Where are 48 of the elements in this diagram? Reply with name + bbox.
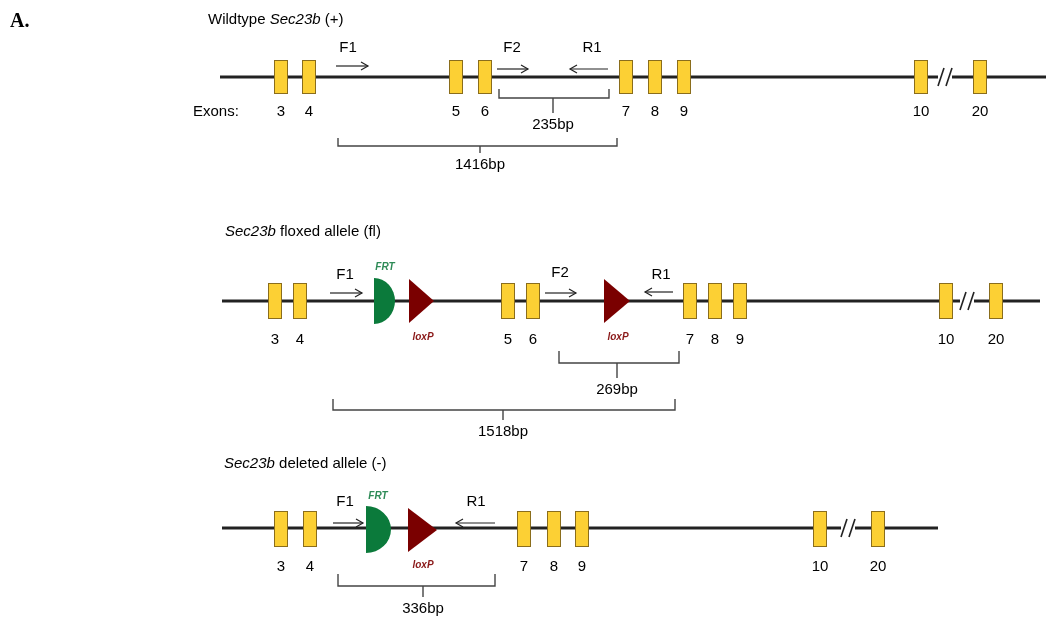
panel-label: A. — [10, 10, 30, 30]
exon-number: 20 — [971, 102, 989, 118]
product-size-label: 235bp — [532, 115, 574, 131]
exon-number: 4 — [295, 330, 305, 346]
exon-number: 8 — [710, 330, 720, 346]
site-label: FRT — [375, 262, 395, 272]
exon-number: 9 — [679, 102, 689, 118]
primer-label: R1 — [582, 38, 602, 54]
site-label: FRT — [368, 491, 388, 501]
exon-number: 9 — [577, 557, 587, 573]
primer-label: F2 — [551, 263, 569, 279]
product-size-label: 269bp — [596, 380, 638, 396]
row-label: Exons: — [193, 102, 239, 118]
exon-number: 10 — [937, 330, 955, 346]
exon-number: 3 — [270, 330, 280, 346]
exon-number: 5 — [451, 102, 461, 118]
site-label: loxP — [607, 332, 629, 342]
exon-number: 7 — [519, 557, 529, 573]
allele-heading: Wildtype Sec23b (+) — [208, 10, 344, 26]
exon-number: 20 — [987, 330, 1005, 346]
exon-number: 3 — [276, 557, 286, 573]
primer-label: F2 — [503, 38, 521, 54]
exon-number: 5 — [503, 330, 513, 346]
exon-number: 10 — [811, 557, 829, 573]
exon-number: 10 — [912, 102, 930, 118]
primer-label: F1 — [336, 265, 354, 281]
exon-number: 9 — [735, 330, 745, 346]
exon-number: 4 — [304, 102, 314, 118]
allele-heading: Sec23b floxed allele (fl) — [225, 222, 381, 238]
exon-number: 8 — [549, 557, 559, 573]
exon-number: 8 — [650, 102, 660, 118]
exon-number: 7 — [621, 102, 631, 118]
product-size-label: 336bp — [402, 599, 444, 615]
exon-number: 6 — [480, 102, 490, 118]
exon-number: 6 — [528, 330, 538, 346]
site-label: loxP — [412, 560, 434, 570]
primer-label: R1 — [651, 265, 671, 281]
primer-label: F1 — [336, 492, 354, 508]
exon-number: 4 — [305, 557, 315, 573]
allele-heading: Sec23b deleted allele (-) — [224, 454, 387, 470]
primer-label: R1 — [466, 492, 486, 508]
exon-number: 7 — [685, 330, 695, 346]
exon-number: 20 — [869, 557, 887, 573]
product-size-label: 1518bp — [477, 422, 529, 438]
product-size-label: 1416bp — [454, 155, 506, 171]
site-label: loxP — [412, 332, 434, 342]
primer-label: F1 — [339, 38, 357, 54]
exon-number: 3 — [276, 102, 286, 118]
